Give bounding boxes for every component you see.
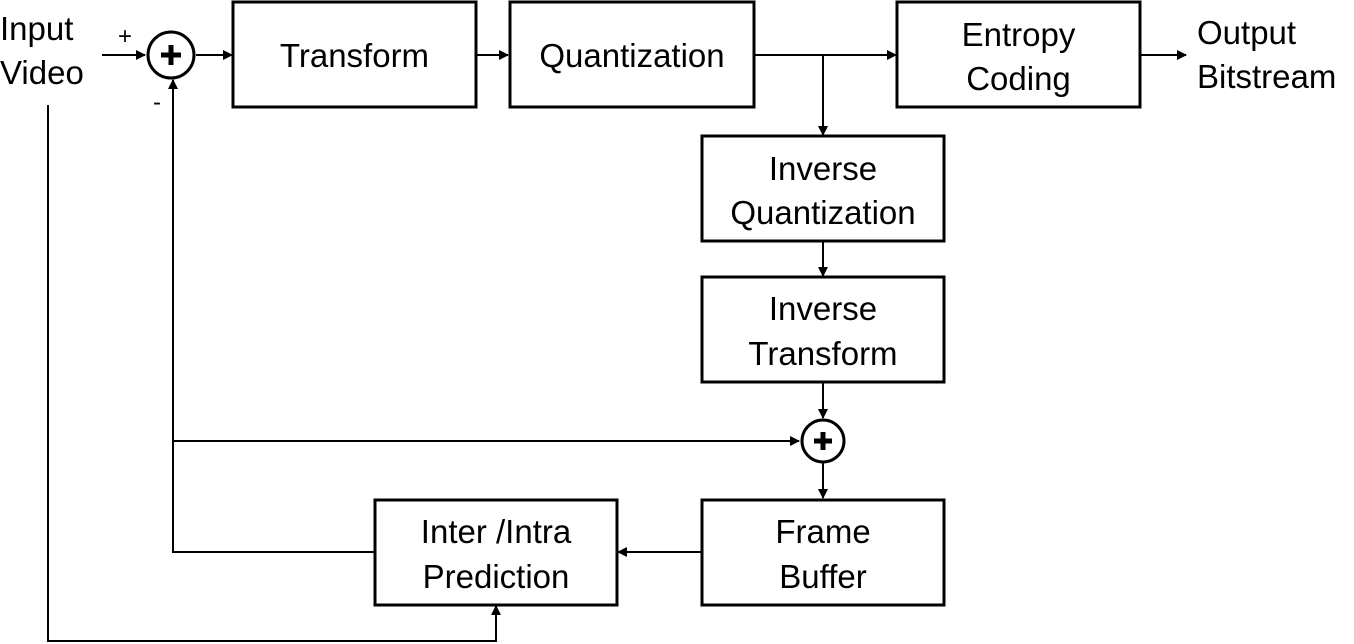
block-prediction: Inter /Intra Prediction <box>373 498 619 607</box>
arrow-input-to-prediction <box>47 105 501 642</box>
block-frame-buffer-label-line1: Frame <box>775 513 870 550</box>
block-quantization: Quantization <box>508 0 756 109</box>
block-quantization-label: Quantization <box>539 37 724 74</box>
output-label-line2: Bitstream <box>1197 58 1336 95</box>
block-entropy-coding-label-line1: Entropy <box>962 16 1076 53</box>
connectors <box>47 50 1187 642</box>
block-inverse-transform-label-line1: Inverse <box>769 290 877 327</box>
sum-junction-top <box>146 30 196 80</box>
block-entropy-coding-label-line2: Coding <box>966 60 1071 97</box>
minus-sign: - <box>153 89 161 116</box>
block-transform: Transform <box>231 0 478 109</box>
block-prediction-label-line1: Inter /Intra <box>421 513 572 550</box>
block-inverse-quantization-label-line1: Inverse <box>769 150 877 187</box>
input-label-line2: Video <box>0 54 84 91</box>
plus-sign: + <box>118 23 132 50</box>
input-label-line1: Input <box>0 10 73 47</box>
block-transform-label: Transform <box>280 37 429 74</box>
arrow-prediction-to-sum <box>168 79 375 553</box>
sum-junction-reconstruction <box>800 418 846 464</box>
block-inverse-transform: Inverse Transform <box>700 275 946 384</box>
block-inverse-quantization-label-line2: Quantization <box>730 194 915 231</box>
block-frame-buffer: Frame Buffer <box>700 498 946 607</box>
output-label-line1: Output <box>1197 14 1296 51</box>
block-prediction-label-line2: Prediction <box>423 558 570 595</box>
block-frame-buffer-label-line2: Buffer <box>779 558 866 595</box>
block-entropy-coding: Entropy Coding <box>895 0 1142 109</box>
block-inverse-quantization: Inverse Quantization <box>700 134 946 243</box>
block-inverse-transform-label-line2: Transform <box>748 335 897 372</box>
